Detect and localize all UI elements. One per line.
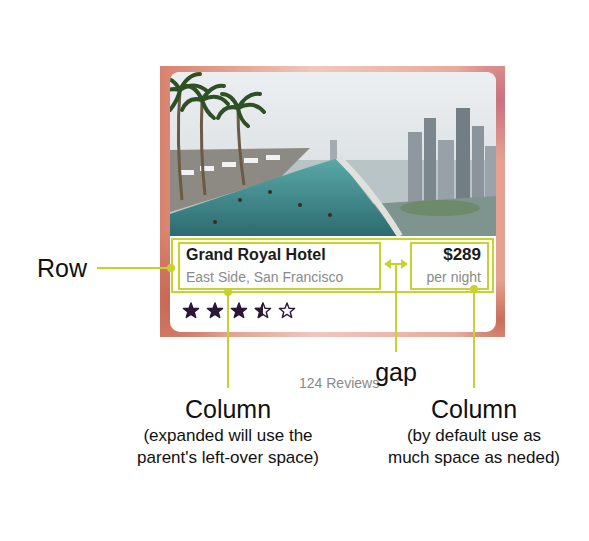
photo-building bbox=[456, 108, 470, 204]
rating-stars bbox=[183, 303, 294, 317]
photo-swimmer bbox=[328, 213, 332, 217]
backdrop bbox=[160, 66, 505, 337]
photo-lounger bbox=[222, 162, 236, 167]
hotel-location: East Side, San Francisco bbox=[186, 268, 343, 286]
callout-note: (by default use as much space as neded) bbox=[386, 425, 562, 469]
photo-swimmer bbox=[238, 198, 242, 202]
label-holder: Column bbox=[409, 394, 539, 424]
photo-building bbox=[472, 126, 484, 204]
photo-lounger bbox=[244, 158, 258, 163]
blurred-backdrop bbox=[160, 66, 505, 337]
photo-building bbox=[485, 146, 496, 204]
row-box: Grand Royal HotelEast Side, San Francisc… bbox=[171, 238, 494, 293]
leader-line bbox=[227, 292, 229, 388]
palm-fronds bbox=[158, 74, 264, 126]
arrow-head bbox=[401, 259, 408, 269]
palm-frond bbox=[218, 94, 264, 126]
photo-lounger bbox=[180, 170, 194, 175]
leader-line bbox=[473, 289, 475, 388]
arrow-head bbox=[384, 259, 391, 269]
photo-swimmer bbox=[298, 203, 302, 207]
card-surface bbox=[170, 72, 496, 332]
photo-swimmer bbox=[268, 190, 272, 194]
column-box: Grand Royal HotelEast Side, San Francisc… bbox=[178, 242, 381, 290]
hotel-photo bbox=[158, 72, 496, 236]
star-half bbox=[255, 303, 270, 317]
star-half-fill bbox=[255, 303, 263, 317]
photo-building bbox=[438, 140, 454, 204]
label-holder: Row bbox=[37, 253, 97, 283]
column-box: $289 per night bbox=[410, 242, 489, 290]
photo-walkway bbox=[338, 157, 400, 236]
photo-sky bbox=[170, 72, 496, 236]
palm-trunk bbox=[201, 100, 205, 195]
leader-line bbox=[395, 265, 397, 352]
photo-greenery bbox=[400, 200, 480, 216]
photo-lounger bbox=[266, 155, 280, 160]
photo-building bbox=[408, 132, 422, 204]
star-full bbox=[207, 303, 222, 317]
callout-label: Column bbox=[409, 394, 539, 424]
callout-note: (expanded will use the parent's left-ove… bbox=[128, 425, 328, 469]
star-full bbox=[231, 303, 246, 317]
palm-trunk bbox=[178, 90, 182, 200]
label-holder: (by default use as much space as neded) bbox=[386, 425, 562, 469]
photo-swimmer bbox=[213, 220, 217, 224]
label-holder: gap bbox=[346, 357, 446, 387]
hotel-card: 124 ReviewsGrand Royal HotelEast Side, S… bbox=[170, 72, 496, 332]
photo-building bbox=[424, 118, 436, 204]
price-unit: per night bbox=[427, 268, 481, 286]
callout-label: Column bbox=[163, 394, 293, 424]
star-outline bbox=[255, 303, 270, 317]
leader-lines bbox=[97, 264, 474, 388]
price: $289 bbox=[443, 245, 481, 265]
hotel-name: Grand Royal Hotel bbox=[186, 245, 326, 265]
label-holder: Column bbox=[163, 394, 293, 424]
callout-label: Row bbox=[37, 253, 97, 283]
star-empty bbox=[279, 303, 294, 317]
review-count: 124 Reviews bbox=[299, 374, 379, 392]
leader-line bbox=[97, 267, 170, 269]
star-full bbox=[183, 303, 198, 317]
label-holder: (expanded will use the parent's left-ove… bbox=[128, 425, 328, 469]
callout-label: gap bbox=[346, 357, 446, 387]
